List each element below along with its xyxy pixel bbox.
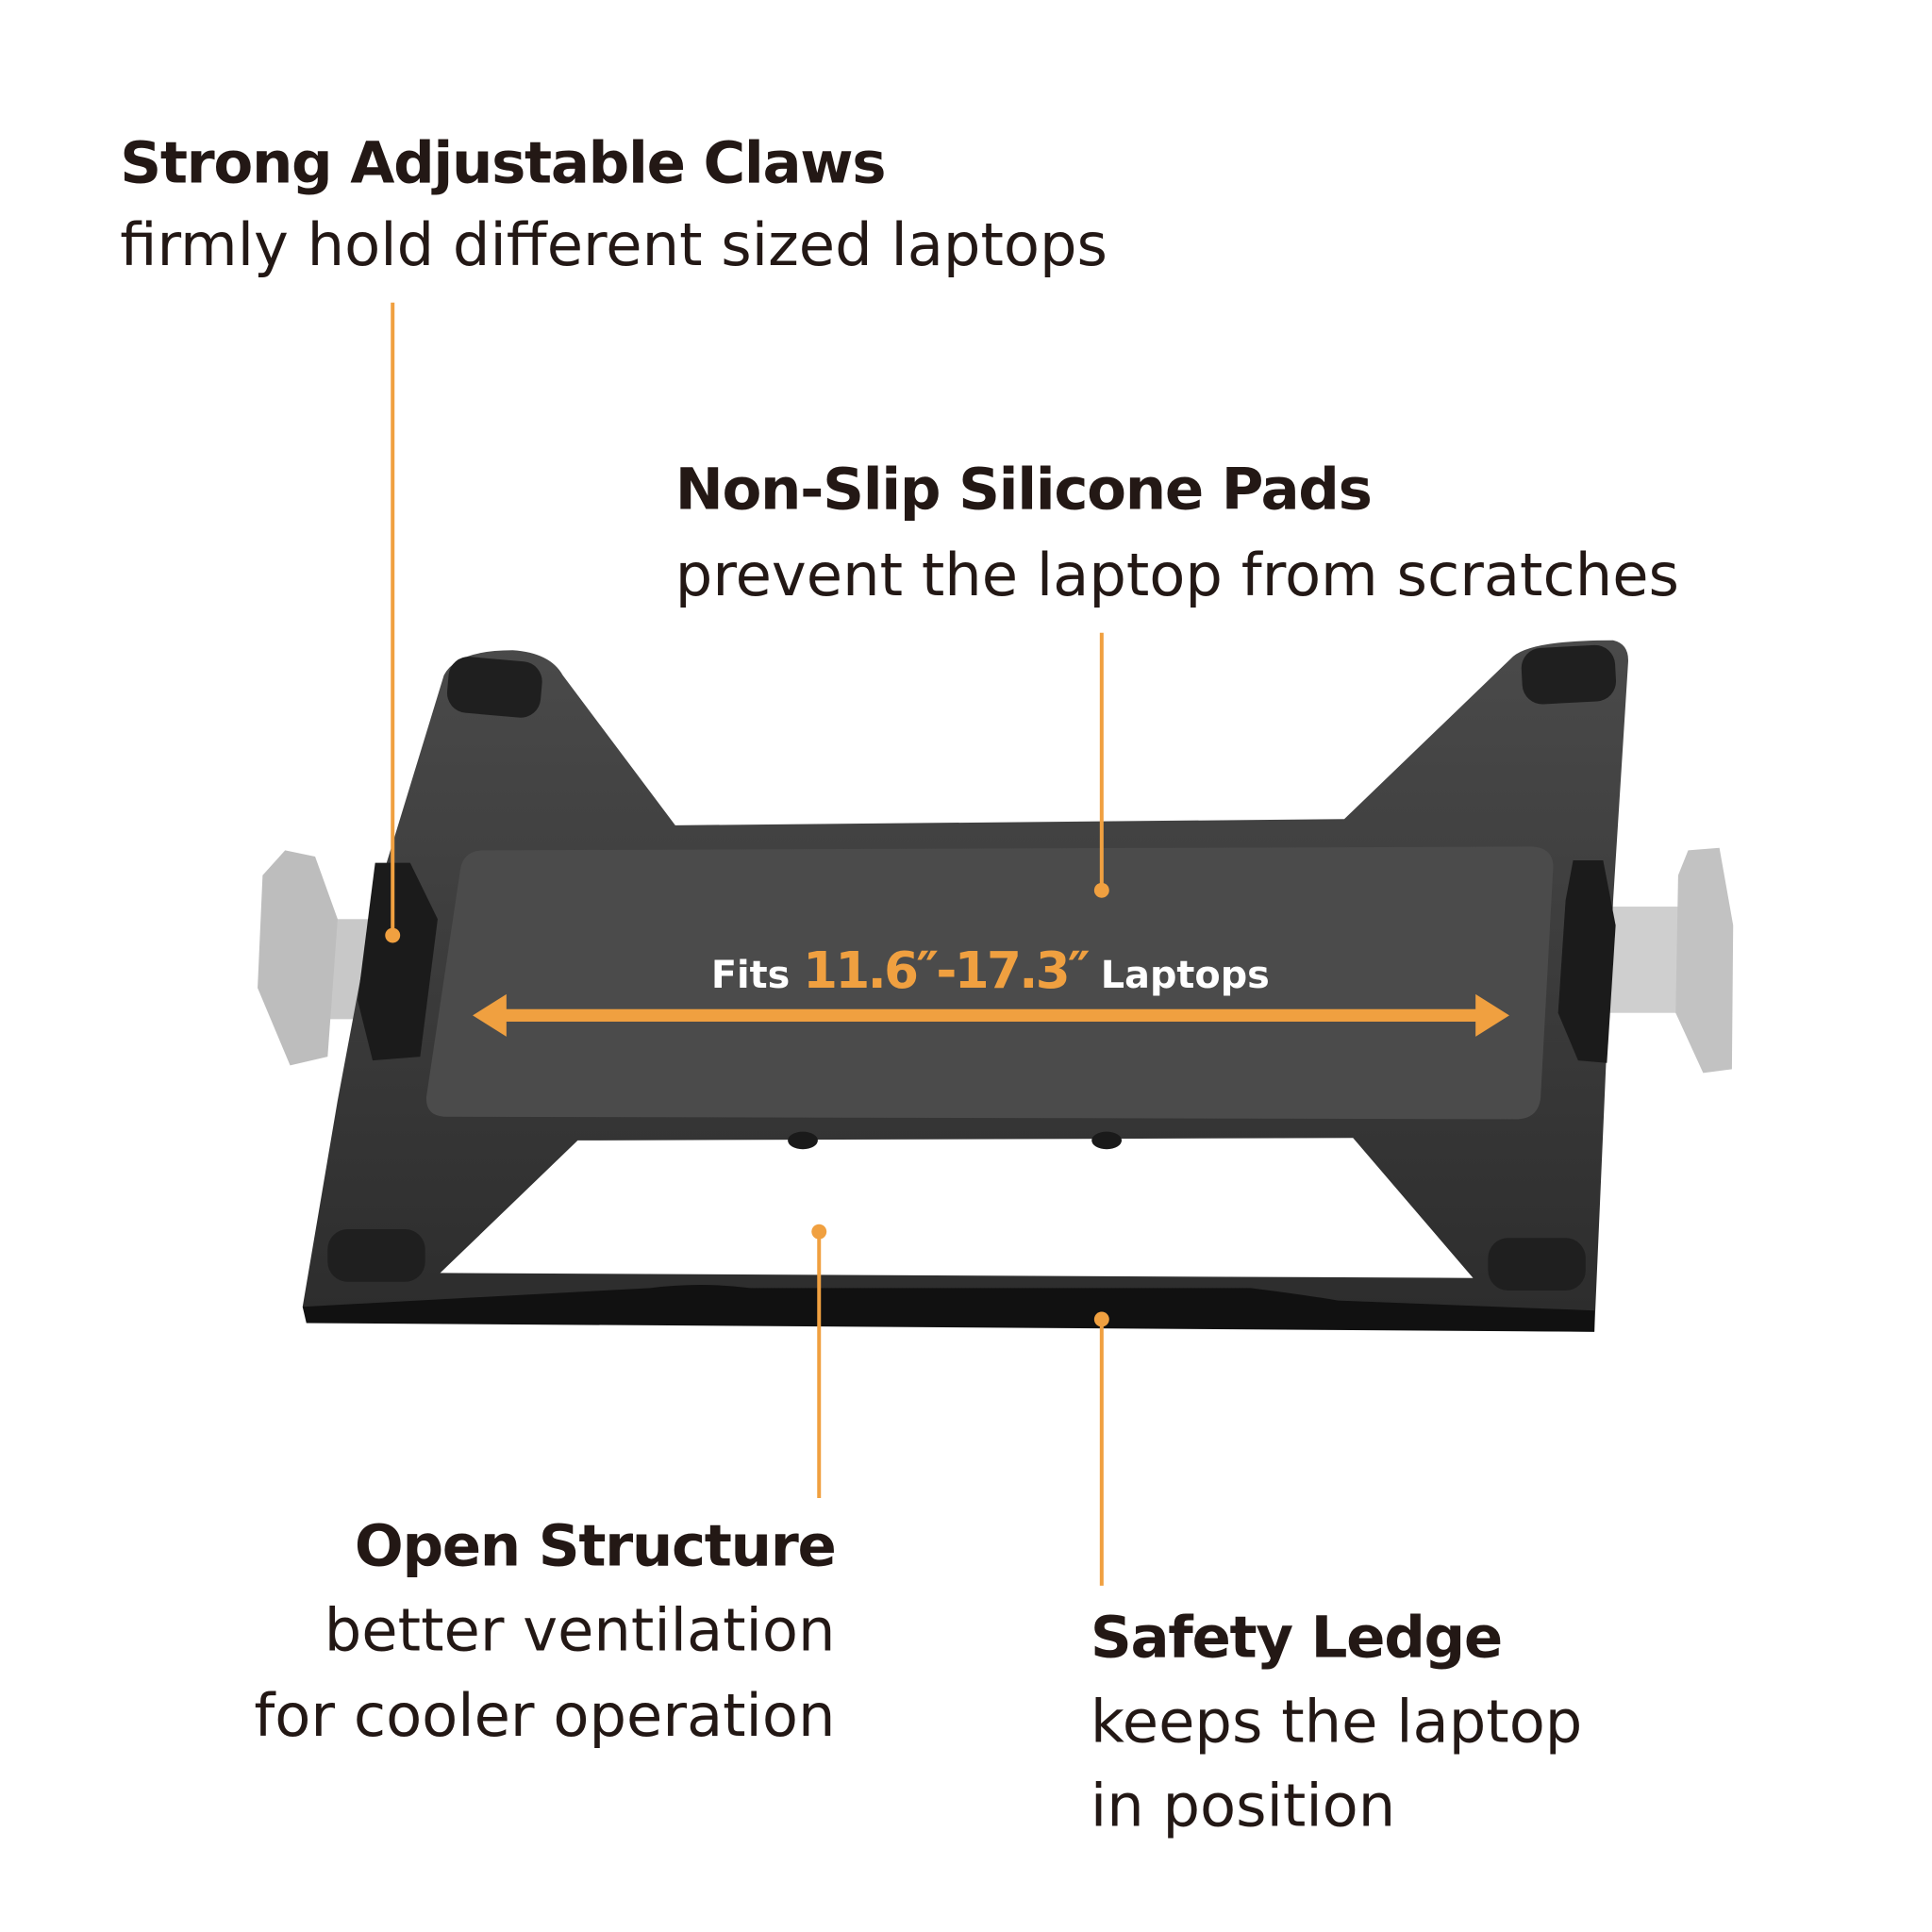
feature-title: Safety Ledge <box>1091 1604 1502 1671</box>
pad-bottom-right <box>1488 1238 1586 1291</box>
feature-title: Non-Slip Silicone Pads <box>675 457 1372 524</box>
pad-bottom-left <box>327 1229 425 1282</box>
left-claw <box>358 862 438 1061</box>
size-label-suffix: Laptops <box>1101 954 1270 997</box>
feature-desc: for cooler operation <box>254 1681 835 1750</box>
callout-lines <box>391 302 1104 1586</box>
feature-title: Open Structure <box>355 1513 836 1580</box>
feature-open-structure: Open Structure better ventilation for co… <box>254 1513 836 1750</box>
size-label: Fits 11.6″-17.3″ Laptops <box>711 941 1270 1000</box>
feature-claws: Strong Adjustable Claws firmly hold diff… <box>120 130 1108 279</box>
pad-top-right <box>1521 644 1617 705</box>
size-range-arrow <box>473 993 1509 1037</box>
right-claw <box>1557 859 1616 1063</box>
left-claw-extension <box>258 850 375 1066</box>
right-claw-extension <box>1607 847 1734 1074</box>
callout-dots <box>385 882 1109 1327</box>
feature-desc: in position <box>1091 1771 1395 1840</box>
safety-ledge <box>302 1285 1595 1332</box>
laptop-plate <box>425 846 1554 1120</box>
feature-desc: keeps the laptop <box>1091 1688 1582 1757</box>
feature-desc: firmly hold different sized laptops <box>120 210 1108 279</box>
pad-top-left <box>446 657 542 718</box>
feature-title: Strong Adjustable Claws <box>120 130 885 197</box>
size-label-prefix: Fits <box>711 954 790 997</box>
size-label-range: 11.6″-17.3″ <box>803 941 1090 1000</box>
feature-desc: better ventilation <box>325 1596 836 1665</box>
feature-pads: Non-Slip Silicone Pads prevent the lapto… <box>675 457 1679 609</box>
silicone-pads <box>327 644 1617 1291</box>
feature-safety-ledge: Safety Ledge keeps the laptop in positio… <box>1091 1604 1582 1840</box>
feature-desc: prevent the laptop from scratches <box>675 541 1679 609</box>
